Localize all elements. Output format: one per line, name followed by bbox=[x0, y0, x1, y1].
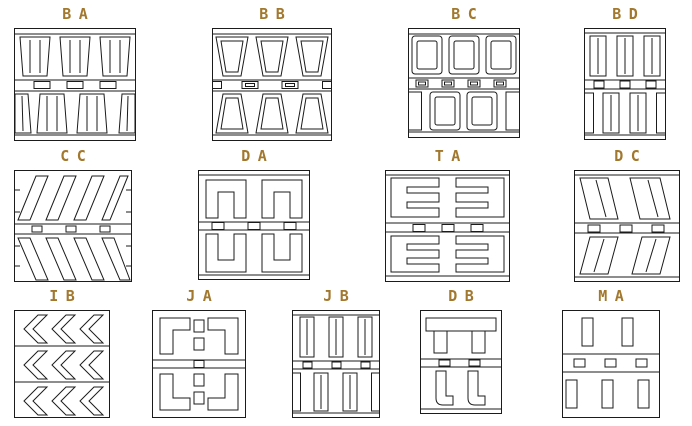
tread-pattern-ja-drawing bbox=[152, 310, 246, 418]
tread-pattern-dc-drawing bbox=[574, 170, 680, 282]
pattern-code-label: IB bbox=[49, 287, 83, 305]
pattern-cell-ba: BA bbox=[14, 6, 136, 141]
tread-pattern-cc-drawing bbox=[14, 170, 132, 282]
pattern-cell-bd: BD bbox=[584, 6, 666, 140]
pattern-code-label: BD bbox=[612, 5, 646, 23]
tread-pattern-ma-drawing bbox=[562, 310, 660, 418]
pattern-cell-ta: TA bbox=[385, 148, 510, 282]
pattern-cell-ib: IB bbox=[14, 288, 110, 418]
pattern-cell-da: DA bbox=[198, 148, 310, 280]
pattern-cell-ja: JA bbox=[152, 288, 246, 418]
tread-pattern-bc-drawing bbox=[408, 28, 520, 138]
tread-pattern-ba-drawing bbox=[14, 28, 136, 141]
tread-pattern-ta-drawing bbox=[385, 170, 510, 282]
pattern-code-label: DC bbox=[614, 147, 648, 165]
pattern-code-label: CC bbox=[60, 147, 94, 165]
pattern-code-label: BA bbox=[62, 5, 96, 23]
pattern-code-label: JB bbox=[323, 287, 357, 305]
tread-pattern-da-drawing bbox=[198, 170, 310, 280]
pattern-cell-ma: MA bbox=[562, 288, 660, 418]
pattern-code-label: BC bbox=[451, 5, 485, 23]
pattern-cell-jb: JB bbox=[292, 288, 380, 418]
tread-pattern-jb-drawing bbox=[292, 310, 380, 418]
pattern-cell-cc: CC bbox=[14, 148, 132, 282]
tread-pattern-db-drawing bbox=[420, 310, 502, 414]
pattern-cell-bb: BB bbox=[212, 6, 332, 141]
pattern-code-label: DB bbox=[448, 287, 482, 305]
pattern-code-label: BB bbox=[259, 5, 293, 23]
pattern-code-label: DA bbox=[241, 147, 275, 165]
pattern-code-label: JA bbox=[186, 287, 220, 305]
tread-pattern-ib-drawing bbox=[14, 310, 110, 418]
pattern-cell-bc: BC bbox=[408, 6, 520, 138]
pattern-code-label: TA bbox=[434, 147, 468, 165]
tread-pattern-bb-drawing bbox=[212, 28, 332, 141]
pattern-cell-db: DB bbox=[420, 288, 502, 414]
pattern-cell-dc: DC bbox=[574, 148, 680, 282]
pattern-code-label: MA bbox=[598, 287, 632, 305]
tread-pattern-bd-drawing bbox=[584, 28, 666, 140]
